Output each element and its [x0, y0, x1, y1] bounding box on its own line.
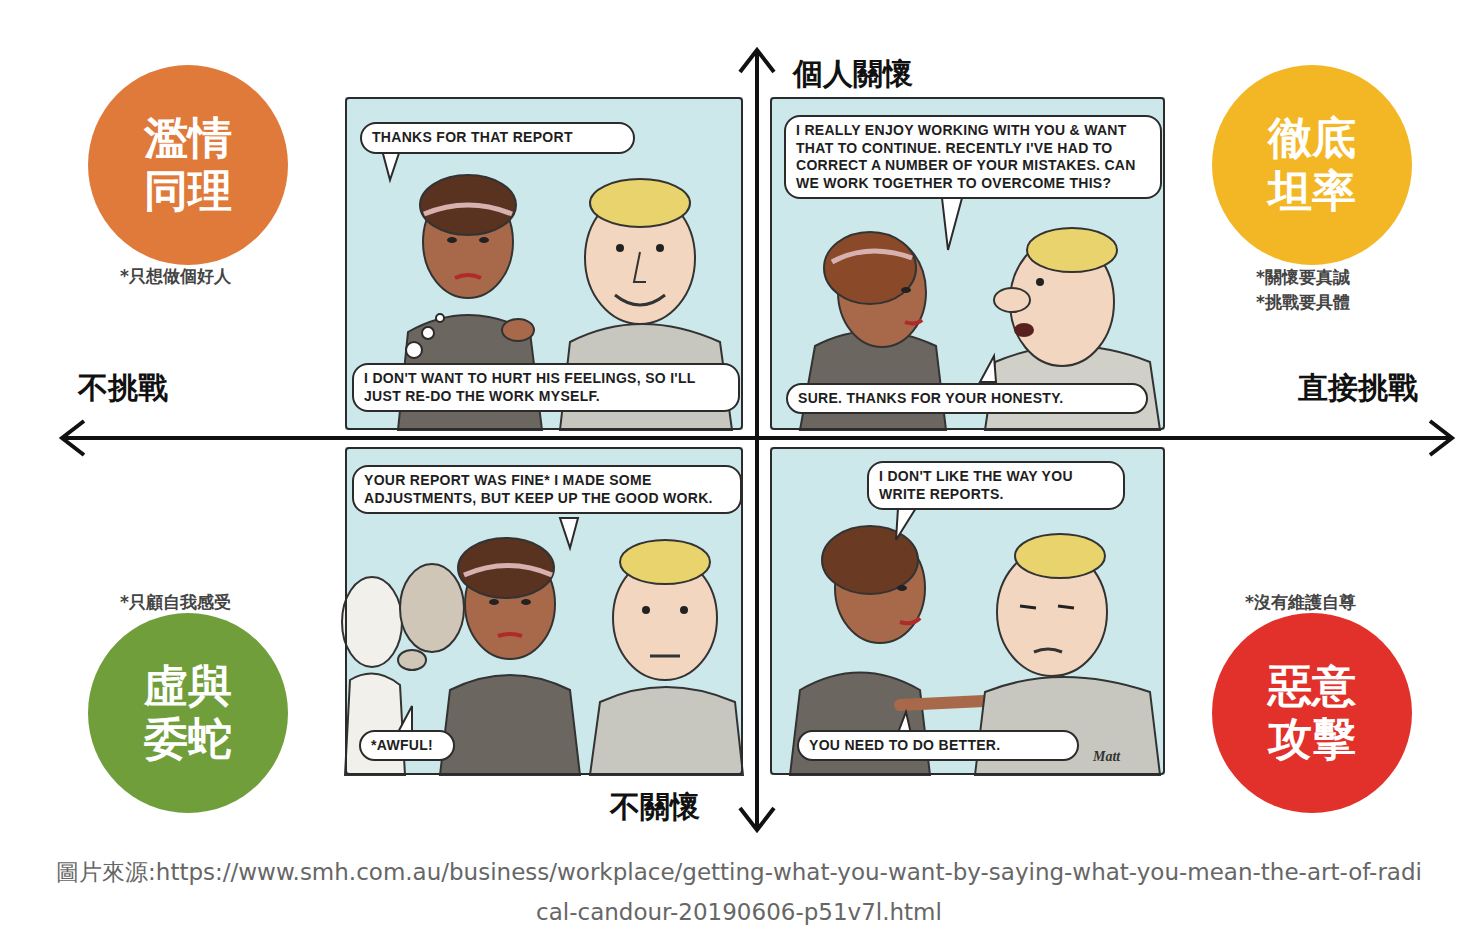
quadrant-title: 虛與 委蛇 — [137, 660, 238, 766]
quadrant-circle: 虛與 委蛇 — [88, 613, 288, 813]
eye — [897, 585, 907, 591]
speech-bubble: I REALLY ENJOY WORKING WITH YOU & WANT T… — [784, 115, 1162, 199]
speech-bubble: YOU NEED TO DO BETTER. — [797, 730, 1079, 762]
hand — [502, 319, 534, 341]
axis-arrowhead — [740, 808, 774, 830]
nose — [994, 288, 1030, 312]
eye — [479, 237, 489, 243]
closed-eye — [1020, 606, 1074, 608]
panel-ground — [770, 447, 1165, 775]
eye — [447, 237, 457, 243]
panel-ground — [345, 97, 743, 430]
quadrant-circle: 惡意 攻擊 — [1212, 613, 1412, 813]
mouth — [650, 655, 680, 658]
panel-ground — [770, 97, 1165, 430]
quadrant-note: *沒有維護自尊 — [1245, 591, 1356, 614]
eye — [616, 244, 624, 252]
hair — [1015, 534, 1105, 578]
circle-fill — [1212, 65, 1412, 265]
quadrant-title: 濫情 同理 — [137, 112, 238, 218]
hair — [1027, 228, 1117, 272]
hair — [824, 232, 916, 304]
bubble-tail — [560, 518, 578, 548]
axis-label: 不關懷 — [610, 787, 700, 828]
axis-label: 直接挑戰 — [1298, 368, 1418, 409]
mouth — [498, 634, 522, 636]
axis-arrowhead — [1430, 421, 1452, 455]
speech-bubble: YOUR REPORT WAS FINE* I MADE SOME ADJUST… — [352, 465, 742, 514]
comic-panel: YOUR REPORT WAS FINE* I MADE SOME ADJUST… — [345, 447, 743, 775]
quadrant-note: *關懷要真誠 — [1256, 266, 1350, 289]
circle-fill — [88, 613, 288, 813]
hand — [398, 650, 426, 670]
gossip-figures — [342, 564, 464, 775]
thought-dot — [406, 342, 422, 358]
axis-label: 不挑戰 — [78, 368, 168, 409]
mouth — [1034, 649, 1062, 652]
hair — [590, 179, 690, 227]
nose — [634, 252, 646, 282]
mouth — [900, 618, 920, 623]
mouth — [455, 275, 481, 278]
quadrant-note: *只顧自我感受 — [120, 591, 231, 614]
eye — [1036, 278, 1044, 286]
speech-bubble: I DON'T LIKE THE WAY YOU WRITE REPORTS. — [867, 461, 1125, 510]
speech-bubble: SURE. THANKS FOR YOUR HONESTY. — [786, 383, 1148, 415]
mouth — [905, 320, 922, 324]
circle-fill — [1212, 613, 1412, 813]
quadrant-note: *只想做個好人 — [120, 265, 231, 288]
panel-ground — [345, 447, 743, 775]
mouth — [1014, 323, 1034, 337]
headband — [832, 251, 912, 262]
quadrant-circle: 徹底 坦率 — [1212, 65, 1412, 265]
body — [440, 675, 580, 775]
thought-dot — [422, 327, 434, 339]
bubble-tail — [942, 198, 962, 250]
cartoon-woman — [440, 538, 580, 775]
axis-line — [62, 436, 1452, 440]
hair — [420, 175, 516, 235]
eye — [521, 599, 531, 605]
headband — [464, 566, 552, 576]
bubble-tail — [980, 356, 996, 382]
quadrant-title: 惡意 攻擊 — [1261, 660, 1362, 766]
image-source-caption: 圖片來源:https://www.smh.com.au/business/wor… — [50, 852, 1428, 932]
hair — [458, 538, 554, 598]
speech-bubble: *AWFUL! — [359, 730, 455, 762]
quadrant-circle: 濫情 同理 — [88, 65, 288, 265]
circle-fill — [88, 65, 288, 265]
hair — [620, 540, 710, 584]
head — [342, 577, 402, 667]
eye — [642, 606, 650, 614]
axis-label: 個人關懷 — [793, 54, 913, 95]
quadrant-title: 徹底 坦率 — [1261, 112, 1362, 218]
eye — [656, 244, 664, 252]
bubble-tail — [896, 508, 916, 540]
axis-arrowhead — [62, 421, 84, 455]
comic-panel: I DON'T LIKE THE WAY YOU WRITE REPORTS. Y… — [770, 447, 1165, 775]
quadrant-note: *挑戰要具體 — [1256, 291, 1350, 314]
artist-signature: Matt — [1093, 749, 1120, 765]
eye — [680, 606, 688, 614]
smile — [615, 295, 665, 305]
bubble-tail — [382, 150, 400, 180]
speech-bubble: THANKS FOR THAT REPORT — [360, 122, 635, 154]
eye — [489, 599, 499, 605]
thought-dot — [436, 314, 444, 322]
body — [590, 687, 743, 775]
hair — [822, 526, 918, 594]
headband — [424, 205, 512, 214]
speech-bubble: I DON'T WANT TO HURT HIS FEELINGS, SO I'… — [352, 363, 740, 412]
eye — [901, 287, 911, 293]
axis-arrowhead — [740, 50, 774, 72]
cartoon-man — [590, 540, 743, 775]
comic-panel: THANKS FOR THAT REPORT I DON'T WANT TO HU… — [345, 97, 743, 430]
head — [400, 564, 464, 652]
comic-panel: I REALLY ENJOY WORKING WITH YOU & WANT T… — [770, 97, 1165, 430]
